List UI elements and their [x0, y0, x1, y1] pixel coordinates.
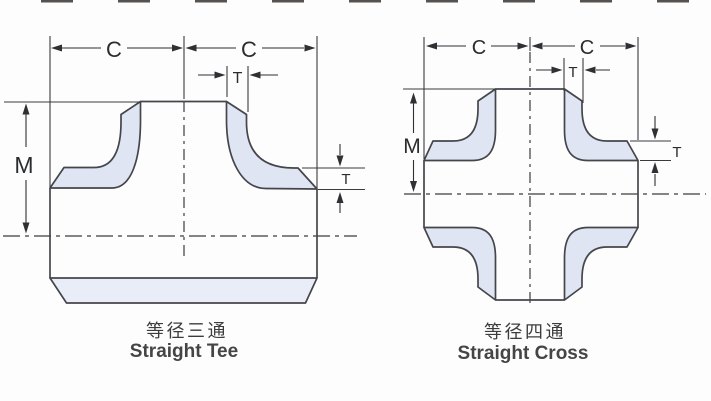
tee-body: [49, 100, 318, 304]
cross-label-t-wall: T: [672, 144, 681, 161]
cross-dimensions: C C T M T: [403, 37, 682, 192]
arrow-left-icon: [584, 66, 596, 74]
cross-centerlines: [404, 52, 706, 307]
arrow-down-icon: [410, 181, 417, 192]
arrow-left-icon: [51, 44, 62, 52]
tee-label-c-left: C: [106, 37, 122, 62]
tee-label-t-branch: T: [233, 70, 243, 87]
arrow-right-icon: [172, 44, 183, 52]
arrow-down-icon: [336, 155, 344, 167]
cross-top-left-wall-section: [423, 88, 497, 162]
tee-centerlines: [3, 101, 357, 258]
arrow-left-icon: [249, 71, 261, 79]
cross-diagram: C C T M T 等径四通 Straight Cross: [403, 37, 706, 364]
arrow-left-icon: [531, 42, 543, 50]
tee-label-c-right: C: [241, 37, 257, 62]
arrow-down-icon: [651, 128, 659, 140]
cross-caption-chinese: 等径四通: [484, 322, 566, 342]
arrow-up-icon: [410, 92, 417, 104]
tee-left-wall-section: [49, 100, 142, 189]
tee-dimensions: C C T M T: [4, 36, 365, 234]
arrow-right-icon: [551, 66, 563, 74]
cross-label-c-left: C: [472, 37, 486, 59]
arrow-right-icon: [517, 42, 529, 50]
arrow-up-icon: [651, 162, 659, 173]
cross-caption-english: Straight Cross: [458, 343, 589, 364]
tee-label-t-wall: T: [341, 171, 350, 188]
arrow-down-icon: [22, 222, 30, 234]
cross-label-c-right: C: [580, 37, 594, 59]
cross-bottom-right-wall-section: [563, 226, 639, 301]
arrow-left-icon: [426, 42, 437, 50]
arrow-right-icon: [304, 44, 316, 52]
tee-diagram: C C T M T 等径三通 Straight Tee: [3, 36, 365, 362]
arrow-up-icon: [22, 103, 30, 115]
tee-label-m: M: [14, 152, 33, 178]
cross-bottom-left-wall-section: [423, 226, 497, 301]
cross-top-right-wall-section: [563, 88, 639, 162]
tee-bottom-wall-band: [49, 277, 318, 304]
cross-label-t-branch: T: [568, 64, 577, 81]
cross-body: [423, 88, 639, 301]
cross-label-m: M: [403, 135, 421, 158]
arrow-right-icon: [625, 42, 637, 50]
tee-right-wall-section: [225, 100, 318, 190]
arrow-right-icon: [214, 71, 226, 79]
arrow-left-icon: [185, 44, 197, 52]
arrow-up-icon: [336, 192, 344, 203]
tee-caption-chinese: 等径三通: [146, 321, 228, 341]
tee-caption-english: Straight Tee: [130, 341, 238, 362]
